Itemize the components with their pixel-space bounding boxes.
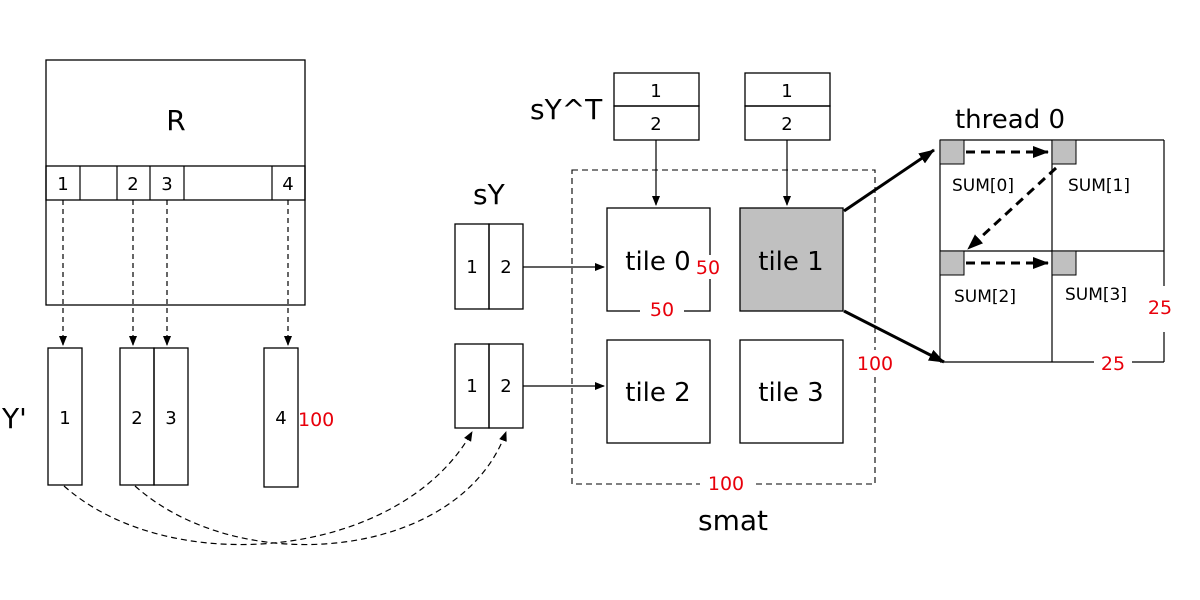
sum-cell-marker bbox=[939, 250, 965, 276]
y-prime-label: Y' bbox=[1, 402, 27, 435]
sy-cell-label: 1 bbox=[466, 257, 477, 278]
tile-label: tile 2 bbox=[625, 378, 690, 408]
sum-label: SUM[2] bbox=[954, 287, 1016, 307]
thread-block: thread 0 SUM[0] SUM[1] SUM[2] SUM[3] 25 … bbox=[939, 105, 1172, 375]
smat-width-label: 100 bbox=[708, 473, 744, 495]
y-prime-column-label: 1 bbox=[59, 408, 70, 429]
tile-label: tile 0 bbox=[625, 247, 690, 277]
sy-label: sY bbox=[473, 178, 506, 211]
y-prime-height-label: 100 bbox=[298, 409, 334, 431]
thread-width-label: 25 bbox=[1101, 353, 1125, 375]
syt-cell-label: 1 bbox=[781, 81, 792, 102]
syt-blocks: sY^T 1 2 1 2 bbox=[530, 72, 831, 141]
y-prime-column-label: 4 bbox=[275, 408, 286, 429]
tile-width-label: 50 bbox=[650, 299, 674, 321]
thread-height-label: 25 bbox=[1148, 297, 1172, 319]
sum-label: SUM[3] bbox=[1065, 285, 1127, 305]
matrix-y-prime: Y' 1 2 3 4 100 bbox=[1, 347, 334, 488]
tile-3 bbox=[739, 339, 844, 444]
tile-label: tile 3 bbox=[758, 378, 823, 408]
matrix-r-title: R bbox=[166, 104, 185, 137]
tile-2 bbox=[606, 339, 711, 444]
r-to-yprime-arrows bbox=[59, 200, 292, 346]
r-column-label: 3 bbox=[161, 174, 172, 195]
sum-cell-marker bbox=[939, 139, 965, 165]
tile-height-label: 50 bbox=[696, 257, 720, 279]
syt-label: sY^T bbox=[530, 93, 603, 126]
tile-1 bbox=[739, 207, 844, 312]
tile-feed-arrows bbox=[523, 140, 791, 390]
sy-cell-label: 2 bbox=[500, 257, 511, 278]
tile1-zoom-arrows bbox=[843, 148, 945, 364]
sy-cell-label: 1 bbox=[466, 376, 477, 397]
r-column-label: 1 bbox=[57, 174, 68, 195]
smat: tile 0 tile 1 tile 2 tile 3 50 50 100 10… bbox=[571, 169, 898, 537]
syt-cell-label: 2 bbox=[650, 114, 661, 135]
sy-blocks: sY 1 2 1 2 bbox=[454, 178, 524, 429]
thread-label: thread 0 bbox=[955, 105, 1065, 135]
yprime-to-sy-arrows bbox=[63, 431, 507, 546]
r-column-label: 4 bbox=[282, 174, 293, 195]
y-prime-column-label: 2 bbox=[131, 408, 142, 429]
sum-label: SUM[0] bbox=[952, 176, 1014, 196]
matrix-r: R 1 2 3 4 bbox=[45, 59, 306, 306]
sum-cell-marker bbox=[1051, 139, 1077, 165]
sy-cell-label: 2 bbox=[500, 376, 511, 397]
sum-label: SUM[1] bbox=[1068, 176, 1130, 196]
smat-label: smat bbox=[698, 504, 768, 537]
r-column-label: 2 bbox=[127, 174, 138, 195]
syt-cell-label: 1 bbox=[650, 81, 661, 102]
tile-label: tile 1 bbox=[758, 247, 823, 277]
sum-cell-marker bbox=[1051, 250, 1077, 276]
y-prime-column-label: 3 bbox=[165, 408, 176, 429]
smat-height-label: 100 bbox=[857, 353, 893, 375]
syt-cell-label: 2 bbox=[781, 114, 792, 135]
